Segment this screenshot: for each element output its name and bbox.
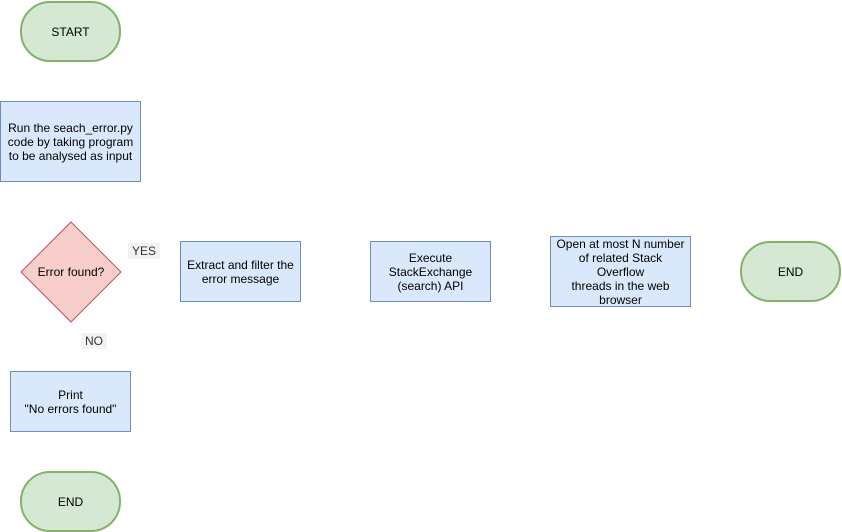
decision-label: Error found?: [37, 265, 105, 279]
decision-diamond[interactable]: [20, 221, 122, 323]
start-terminal[interactable]: START: [20, 1, 121, 62]
open-threads-process[interactable]: Open at most N number of related Stack O…: [550, 236, 691, 307]
no-edge-label: NO: [81, 333, 107, 349]
run-script-process[interactable]: Run the seach_error.py code by taking pr…: [0, 101, 141, 182]
execute-api-process[interactable]: Execute StackExchange (search) API: [370, 241, 491, 302]
yes-edge-label: YES: [128, 243, 161, 259]
print-no-errors-process[interactable]: Print "No errors found": [10, 371, 131, 432]
end-terminal-right[interactable]: END: [740, 241, 841, 302]
extract-error-process[interactable]: Extract and filter the error message: [180, 241, 301, 302]
end-terminal-bottom[interactable]: END: [20, 471, 121, 532]
